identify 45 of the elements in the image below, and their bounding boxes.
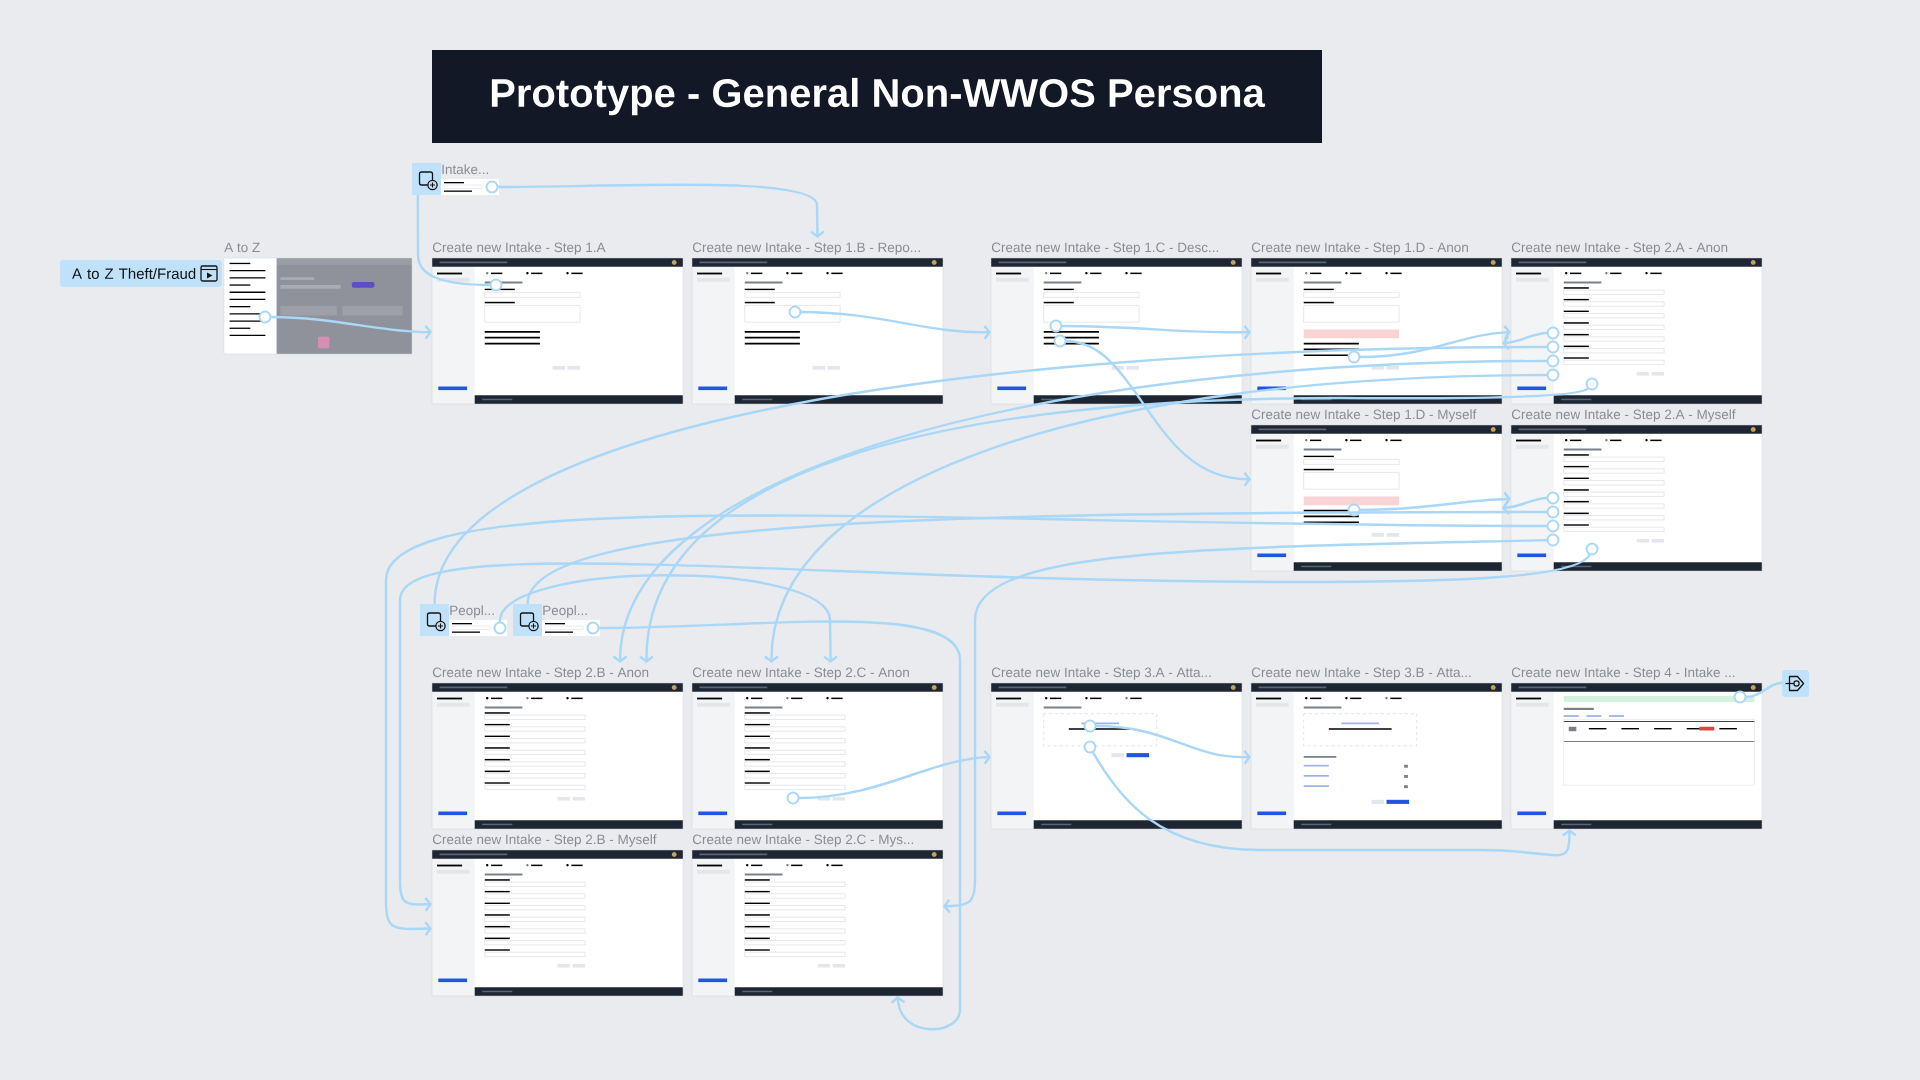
connector	[398, 553, 1591, 912]
frame-title: Create new Intake - Step 2.B - Anon	[432, 667, 649, 680]
connector	[598, 620, 962, 1031]
frame-title: Create new Intake - Step 1.A	[432, 242, 606, 255]
connector	[1065, 339, 1251, 487]
connector	[497, 183, 825, 238]
overlay-title: Peopl...	[450, 605, 494, 618]
flow-start-label: A to Z Theft/Fraud	[60, 260, 222, 287]
frame-title: A to Z	[224, 242, 260, 253]
frame-title: Create new Intake - Step 2.B - Myself	[432, 834, 657, 847]
connector	[1091, 751, 1577, 857]
title-banner: Prototype - General Non-WWOS Persona	[432, 50, 1322, 143]
connector	[1359, 491, 1511, 512]
connector	[498, 574, 838, 663]
connector	[526, 510, 1548, 605]
connector	[639, 387, 1589, 663]
connector	[384, 514, 1548, 936]
connector	[1502, 331, 1548, 351]
connector	[1061, 324, 1251, 340]
connector	[416, 195, 491, 287]
connector	[433, 345, 1548, 605]
frame-title: Create new Intake - Step 2.A - Myself	[1511, 409, 1736, 422]
connector	[1359, 325, 1511, 359]
frame-title: Create new Intake - Step 3.A - Atta...	[991, 667, 1211, 680]
connector	[1745, 681, 1783, 699]
frame-title: Create new Intake - Step 1.B - Repo...	[692, 242, 920, 255]
frame-title: Create new Intake - Step 3.B - Atta...	[1251, 667, 1471, 680]
overlay-title: Peopl...	[543, 605, 587, 618]
frame-title: Create new Intake - Step 2.C - Anon	[692, 667, 909, 680]
connector	[612, 359, 1548, 663]
frame-title: Create new Intake - Step 1.D - Myself	[1251, 409, 1477, 422]
frame-title: Create new Intake - Step 1.D - Anon	[1251, 242, 1468, 255]
connector	[1502, 496, 1548, 515]
connector	[270, 315, 432, 340]
connector	[943, 538, 1548, 914]
frame-title: Create new Intake - Step 2.C - Mys...	[692, 834, 914, 847]
navigation-icon	[1782, 670, 1809, 697]
connector	[798, 749, 991, 800]
frame-title: Create new Intake - Step 2.A - Anon	[1511, 242, 1728, 255]
connector	[800, 310, 991, 340]
frame-title: Create new Intake - Step 4 - Intake ...	[1511, 667, 1735, 680]
frame-title: Create new Intake - Step 1.C - Desc...	[991, 242, 1219, 255]
overlay-title: Intake...	[442, 164, 488, 175]
connector	[1095, 724, 1251, 765]
connector	[764, 373, 1548, 663]
